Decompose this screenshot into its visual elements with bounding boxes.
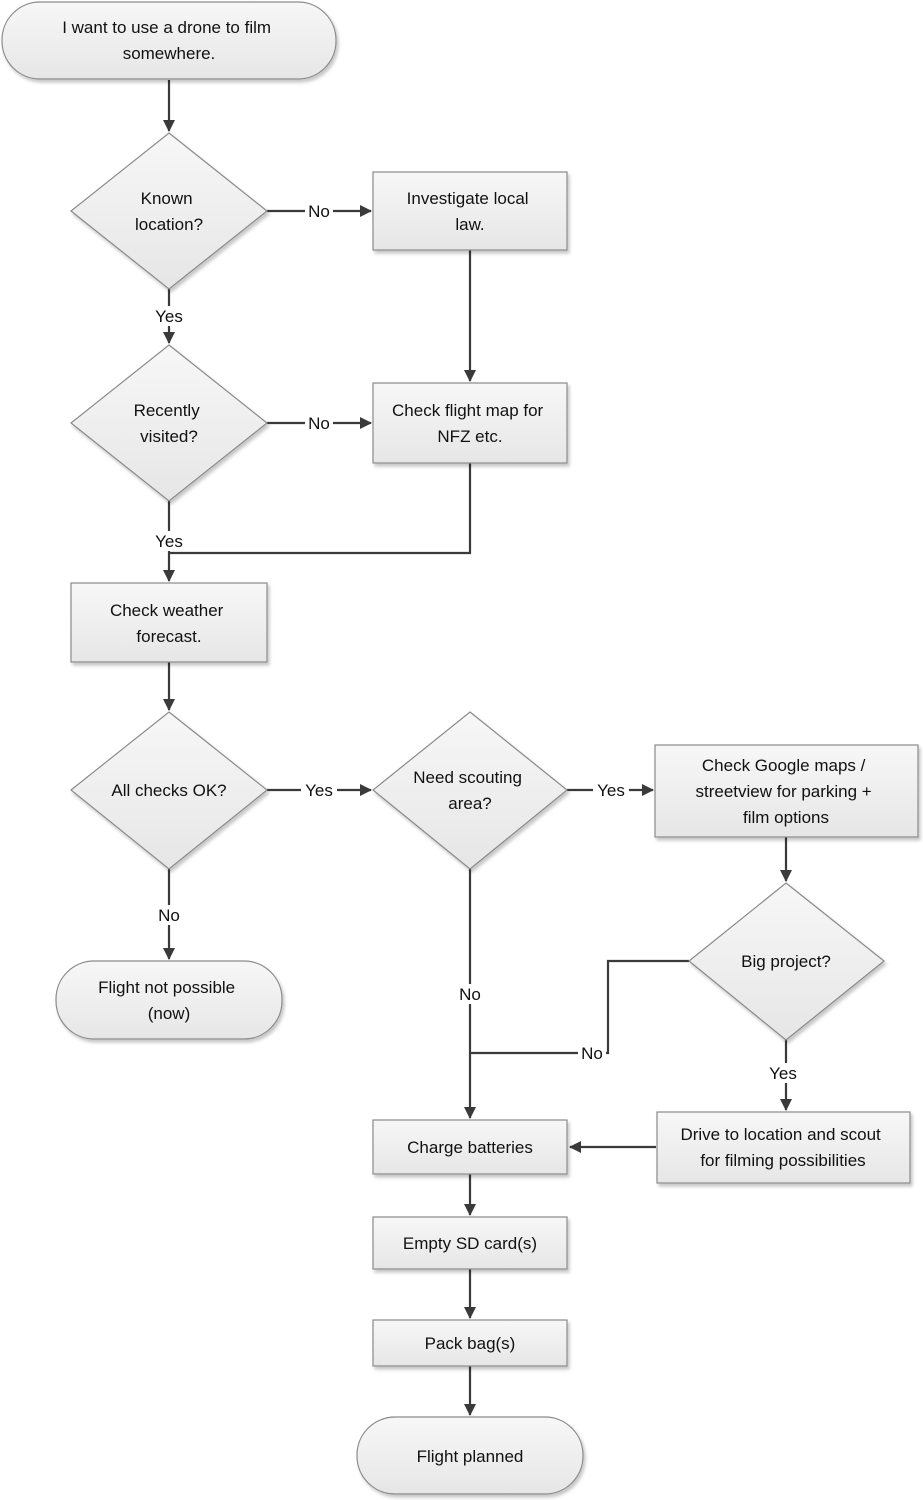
node-text-line: Investigate local (407, 189, 529, 208)
edge-label-scouting-yes: Yes (593, 780, 629, 800)
process-check-weather-label: Check weather forecast. (110, 601, 228, 646)
node-text-line: All checks OK? (111, 781, 226, 800)
node-text-line: for filming possibilities (700, 1151, 865, 1170)
decision-known-location-label: Known location? (135, 189, 203, 234)
node-text-line: Check flight map for (392, 401, 544, 420)
process-check-flight-map: Check flight map for NFZ etc. (372, 382, 568, 464)
process-empty-sd-label: Empty SD card(s) (403, 1234, 537, 1253)
node-text-line: Flight planned (417, 1447, 524, 1466)
process-charge-batteries: Charge batteries (372, 1119, 568, 1175)
edge-label-text: No (581, 1044, 603, 1063)
decision-recently-visited: Recently visited? (70, 344, 268, 502)
edge-labels: No Yes No Yes Yes No Yes No (151, 201, 801, 1083)
edge-label-text: Yes (155, 532, 183, 551)
edge-label-big-yes: Yes (765, 1063, 801, 1083)
node-text-line: location? (135, 215, 203, 234)
node-text-line: forecast. (136, 627, 201, 646)
node-text-line: Big project? (741, 952, 831, 971)
process-check-google-maps: Check Google maps / streetview for parki… (654, 744, 919, 838)
edge-label-big-no: No (578, 1043, 606, 1063)
node-text-line: film options (743, 808, 829, 827)
node-text-line: Known (141, 189, 193, 208)
edge-map-to-weather (169, 463, 472, 555)
node-text-line: Check Google maps / (702, 756, 866, 775)
decision-all-checks-label: All checks OK? (111, 781, 226, 800)
edge-label-text: Yes (769, 1064, 797, 1083)
edge-label-text: Yes (305, 781, 333, 800)
edge-label-known-yes: Yes (151, 306, 187, 326)
process-check-flight-map-label: Check flight map for NFZ etc. (392, 401, 548, 446)
edge-label-text: Yes (155, 307, 183, 326)
edge-label-checks-no: No (155, 905, 183, 925)
edge-label-known-no: No (305, 201, 333, 221)
process-check-weather: Check weather forecast. (70, 582, 268, 663)
node-text-line: Drive to location and scout (680, 1125, 881, 1144)
decision-recently-visited-label: Recently visited? (134, 401, 205, 446)
node-flight-not-possible: Flight not possible (now) (55, 960, 283, 1040)
node-text-line: (now) (148, 1004, 191, 1023)
node-text-line: somewhere. (123, 44, 216, 63)
decision-all-checks: All checks OK? (70, 711, 268, 870)
node-text-line: law. (455, 215, 484, 234)
edge-label-visited-yes: Yes (151, 531, 187, 551)
edge-big-no (470, 959, 689, 1055)
process-investigate-law: Investigate local law. (372, 171, 568, 251)
node-text-line: Check weather (110, 601, 224, 620)
node-text-line: Pack bag(s) (425, 1334, 516, 1353)
process-drive-scout: Drive to location and scout for filming … (656, 1111, 911, 1184)
decision-need-scouting-label: Need scouting area? (413, 768, 526, 813)
decision-big-project-label: Big project? (741, 952, 831, 971)
process-pack-bag-label: Pack bag(s) (425, 1334, 516, 1353)
process-investigate-law-label: Investigate local law. (407, 189, 534, 234)
node-start-label: I want to use a drone to film somewhere. (62, 18, 276, 63)
edge-label-text: No (158, 906, 180, 925)
process-empty-sd: Empty SD card(s) (372, 1216, 568, 1270)
edge-label-text: Yes (597, 781, 625, 800)
node-text-line: Empty SD card(s) (403, 1234, 537, 1253)
edge-label-scouting-no: No (456, 984, 484, 1004)
node-flight-planned: Flight planned (356, 1416, 584, 1495)
process-pack-bag: Pack bag(s) (372, 1319, 568, 1367)
edge-label-text: No (308, 414, 330, 433)
node-text-line: area? (448, 794, 491, 813)
connectors (163, 80, 792, 1416)
decision-need-scouting: Need scouting area? (372, 711, 568, 870)
edge-label-visited-no: No (305, 413, 333, 433)
node-start: I want to use a drone to film somewhere. (1, 1, 337, 80)
process-charge-batteries-label: Charge batteries (407, 1138, 533, 1157)
edge-label-checks-yes: Yes (301, 780, 337, 800)
node-text-line: Flight not possible (98, 978, 235, 997)
node-flight-not-possible-label: Flight not possible (now) (98, 978, 240, 1023)
node-flight-planned-label: Flight planned (417, 1447, 524, 1466)
node-text-line: Recently (134, 401, 201, 420)
node-text-line: streetview for parking + (696, 782, 872, 801)
node-text-line: I want to use a drone to film (62, 18, 271, 37)
edge-label-text: No (308, 202, 330, 221)
decision-known-location: Known location? (70, 132, 268, 290)
node-text-line: Need scouting (413, 768, 522, 787)
process-drive-scout-label: Drive to location and scout for filming … (680, 1125, 885, 1170)
process-check-google-maps-label: Check Google maps / streetview for parki… (696, 756, 877, 827)
node-text-line: Charge batteries (407, 1138, 533, 1157)
node-text-line: NFZ etc. (437, 427, 502, 446)
node-text-line: visited? (140, 427, 198, 446)
decision-big-project: Big project? (688, 882, 885, 1041)
edge-label-text: No (459, 985, 481, 1004)
